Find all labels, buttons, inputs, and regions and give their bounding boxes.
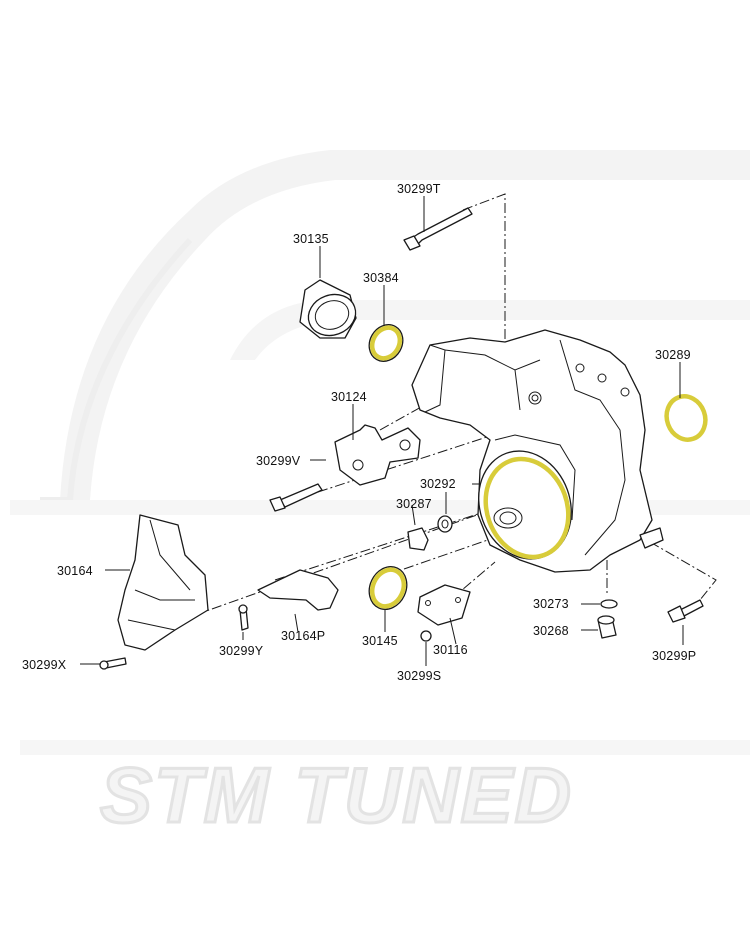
label-30299P: 30299P — [652, 649, 696, 663]
label-30273: 30273 — [533, 597, 569, 611]
cover-plate-30116 — [417, 584, 471, 626]
label-30135: 30135 — [293, 232, 329, 246]
label-30164P: 30164P — [281, 629, 325, 643]
assembly-lines — [194, 193, 717, 616]
heat-shield-30164 — [117, 514, 209, 651]
oil-seal-30384 — [368, 324, 404, 362]
label-30384: 30384 — [363, 271, 399, 285]
plug-30287 — [407, 515, 453, 551]
oil-seal-30145 — [368, 566, 408, 610]
label-30287: 30287 — [396, 497, 432, 511]
label-30299Y: 30299Y — [219, 644, 264, 658]
label-30164: 30164 — [57, 564, 93, 578]
transfer-case-housing — [411, 329, 664, 573]
drain-plug-30268 — [597, 615, 617, 639]
watermark: STM TUNED — [10, 150, 750, 841]
label-30299V: 30299V — [256, 454, 301, 468]
label-30299T: 30299T — [397, 182, 441, 196]
label-30299X: 30299X — [22, 658, 67, 672]
shield-plate-30164P — [257, 569, 339, 611]
label-30299S: 30299S — [397, 669, 441, 683]
leader-lines — [80, 196, 684, 666]
watermark-brand: STM TUNED — [100, 751, 573, 839]
label-30268: 30268 — [533, 624, 569, 638]
bolt-30299T — [403, 207, 473, 251]
washer-30273 — [600, 599, 618, 609]
label-30145: 30145 — [362, 634, 398, 648]
bushing-30135 — [299, 279, 357, 339]
bolt-30299X — [99, 657, 127, 670]
gasket-ring-30292 — [483, 456, 571, 560]
o-ring-30289 — [664, 394, 708, 442]
bolt-30299P — [667, 599, 704, 623]
bolt-30299V — [269, 483, 323, 512]
label-30292: 30292 — [420, 477, 456, 491]
bolt-30299Y — [238, 604, 249, 631]
bracket-30124 — [334, 424, 421, 486]
part-labels: 30299T 30135 30384 30289 30124 30299V 30… — [22, 182, 696, 683]
label-30124: 30124 — [331, 390, 367, 404]
label-30116: 30116 — [433, 643, 468, 657]
bolt-30299S — [420, 630, 432, 642]
label-30289: 30289 — [655, 348, 691, 362]
